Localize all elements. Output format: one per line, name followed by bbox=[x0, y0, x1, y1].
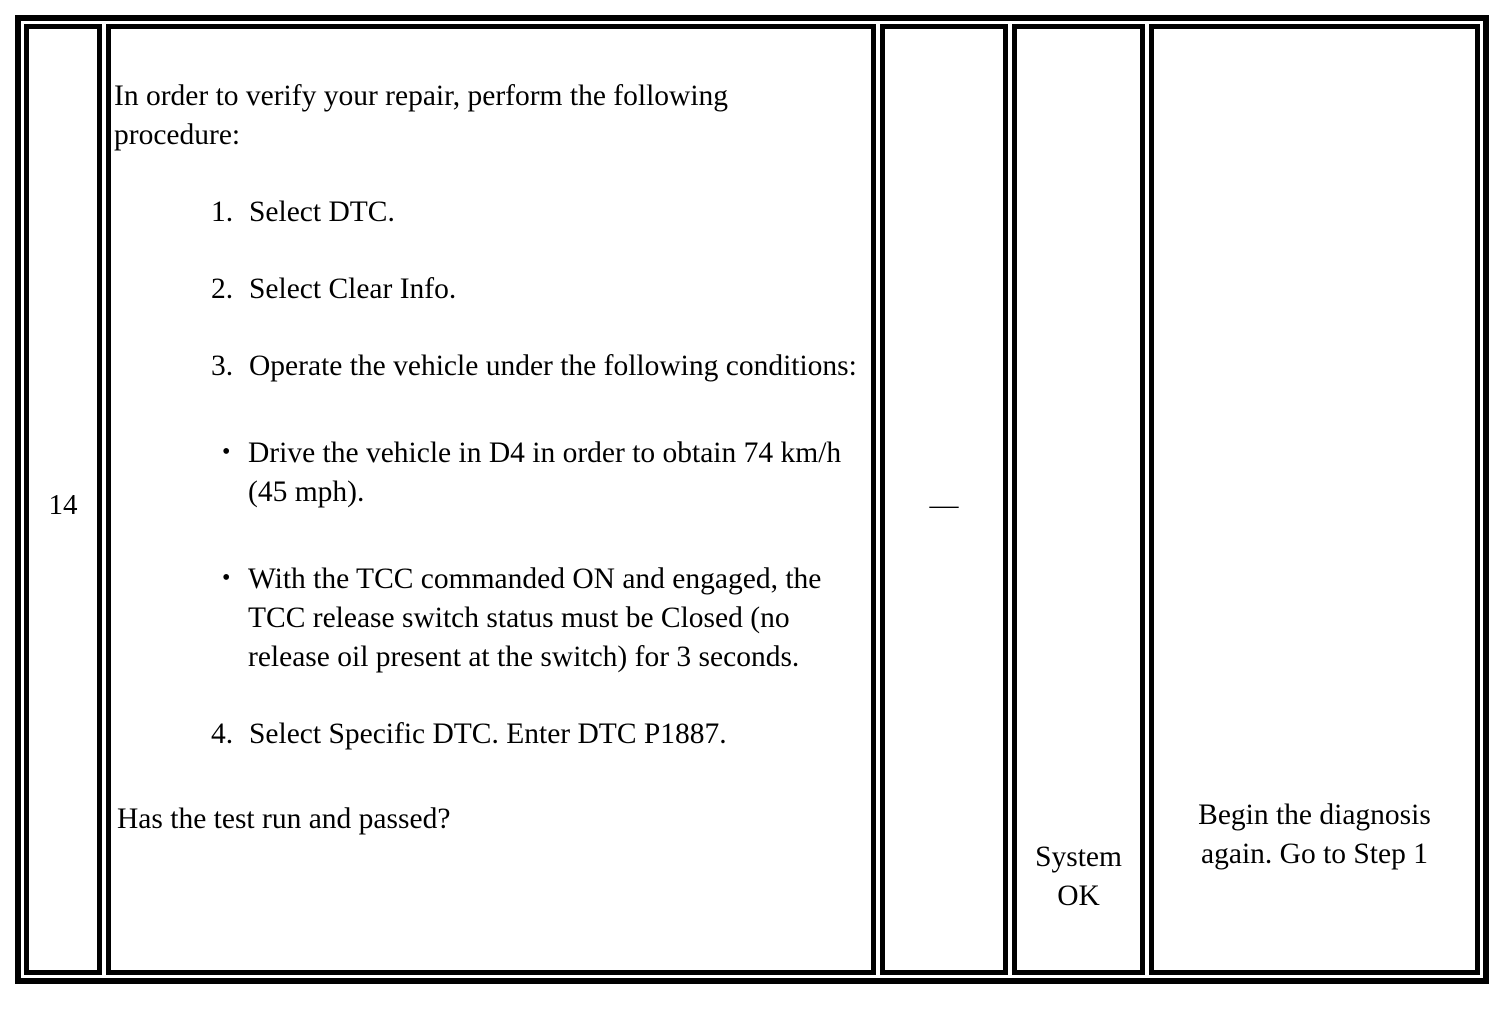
procedure-intro: In order to verify your repair, perform … bbox=[114, 80, 729, 151]
step-text-3: Operate the vehicle under the following … bbox=[249, 350, 857, 382]
procedure-step-list: 1. Select DTC. 2. Select Clear Info. 3. … bbox=[114, 193, 857, 386]
step-text-1: Select DTC. bbox=[249, 196, 395, 228]
procedure-step-3: 3. Operate the vehicle under the followi… bbox=[114, 347, 857, 386]
step-marker-4: 4. bbox=[211, 718, 234, 750]
table-row: 14 In order to verify your repair, perfo… bbox=[24, 24, 1480, 975]
action-content: In order to verify your repair, perform … bbox=[111, 29, 871, 869]
step-text-2: Select Clear Info. bbox=[249, 273, 457, 305]
em-dash-value: — bbox=[929, 489, 959, 521]
no-result-cell: Begin the diagnosis again. Go to Step 1 bbox=[1149, 24, 1480, 975]
bullet-point-icon: • bbox=[222, 565, 231, 591]
step-marker-1: 1. bbox=[211, 196, 234, 228]
no-result-line-2: again. Go to Step 1 bbox=[1201, 838, 1428, 870]
no-result-text: Begin the diagnosis again. Go to Step 1 bbox=[1174, 796, 1455, 874]
yes-result-line-1: System bbox=[1035, 841, 1122, 873]
condition-bullet-2: • With the TCC commanded ON and engaged,… bbox=[114, 560, 857, 677]
condition-bullet-list: • Drive the vehicle in D4 in order to ob… bbox=[114, 434, 857, 677]
no-result-line-1: Begin the diagnosis bbox=[1198, 799, 1431, 831]
diagnostic-table: 14 In order to verify your repair, perfo… bbox=[15, 15, 1489, 984]
value-cell: — bbox=[880, 24, 1008, 975]
condition-text-2: With the TCC commanded ON and engaged, t… bbox=[248, 563, 822, 673]
step-marker-3: 3. bbox=[211, 350, 234, 382]
procedure-step-2: 2. Select Clear Info. bbox=[114, 270, 857, 309]
yes-result-cell: System OK bbox=[1012, 24, 1145, 975]
step-number: 14 bbox=[48, 489, 78, 521]
step-marker-2: 2. bbox=[211, 273, 234, 305]
bullet-point-icon: • bbox=[222, 439, 231, 465]
yes-result-line-2: OK bbox=[1057, 880, 1100, 912]
action-cell: In order to verify your repair, perform … bbox=[106, 24, 876, 975]
condition-text-1: Drive the vehicle in D4 in order to obta… bbox=[248, 437, 842, 508]
procedure-step-4: 4. Select Specific DTC. Enter DTC P1887. bbox=[114, 715, 857, 754]
condition-bullet-1: • Drive the vehicle in D4 in order to ob… bbox=[114, 434, 857, 512]
step-text-4: Select Specific DTC. Enter DTC P1887. bbox=[249, 718, 727, 750]
yes-result-text: System OK bbox=[1021, 838, 1136, 916]
procedure-final-step-list: 4. Select Specific DTC. Enter DTC P1887. bbox=[114, 715, 857, 754]
decision-question: Has the test run and passed? bbox=[117, 803, 451, 835]
step-number-cell: 14 bbox=[24, 24, 102, 975]
procedure-step-1: 1. Select DTC. bbox=[114, 193, 857, 232]
